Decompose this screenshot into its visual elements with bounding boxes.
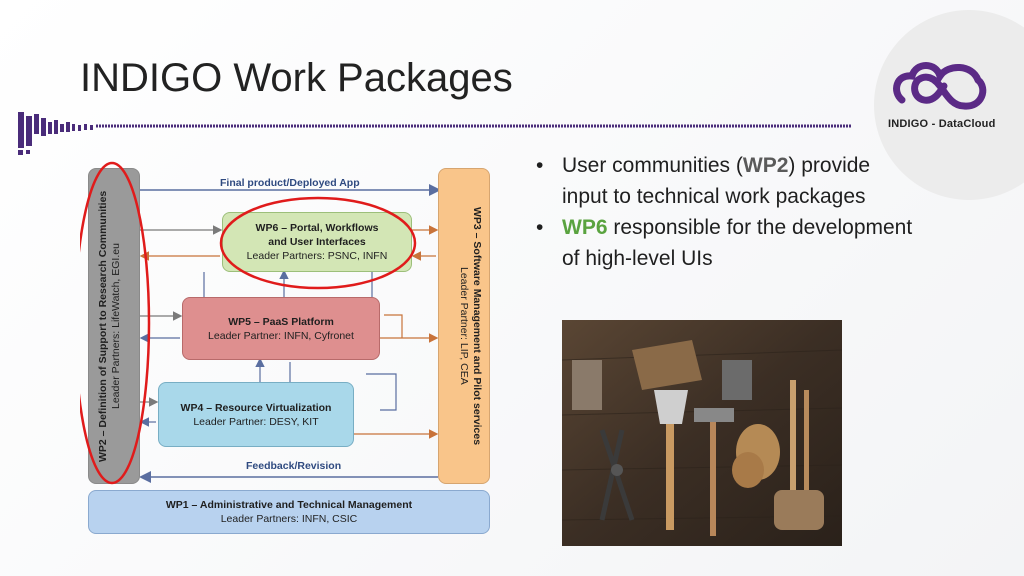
wp1-box: WP1 – Administrative and Technical Manag… xyxy=(88,490,490,534)
bullet-dot: • xyxy=(536,216,544,239)
wp1-partners: Leader Partners: INFN, CSIC xyxy=(220,513,358,525)
work-packages-diagram: WP2 – Definition of Support to Research … xyxy=(80,160,500,545)
wp2-highlight: WP2 xyxy=(742,154,789,177)
wp5-box: WP5 – PaaS Platform Leader Partner: INFN… xyxy=(182,297,380,360)
wp3-title: WP3 – Software Management and Pilot serv… xyxy=(471,206,483,446)
wp6-box: WP6 – Portal, Workflows and User Interfa… xyxy=(222,212,412,272)
wp4-title: WP4 – Resource Virtualization xyxy=(180,401,332,414)
title-text: INDIGO Work Packages xyxy=(80,56,513,100)
wp3-box: WP3 – Software Management and Pilot serv… xyxy=(438,168,490,484)
indigo-logo-icon xyxy=(893,62,987,110)
axe-head xyxy=(654,390,688,424)
top-flow-label: Final product/Deployed App xyxy=(220,177,360,189)
wp2-box: WP2 – Definition of Support to Research … xyxy=(88,168,140,484)
bullet-item: • User communities (WP2) provide input t… xyxy=(536,150,916,212)
tools-photo xyxy=(562,320,842,546)
wp5-title: WP5 – PaaS Platform xyxy=(228,315,334,328)
wp6-highlight: WP6 xyxy=(562,216,608,239)
wp5-partners: Leader Partner: INFN, Cyfronet xyxy=(208,329,354,342)
wp3-partners: Leader Partner: LIP, CEA xyxy=(458,267,470,385)
wp4-partners: Leader Partner: DESY, KIT xyxy=(193,415,319,428)
diagram-arrows xyxy=(139,184,441,483)
axe-handle xyxy=(666,420,674,530)
bullet-list: • User communities (WP2) provide input t… xyxy=(536,150,916,274)
logo-caption: INDIGO - DataCloud xyxy=(888,118,996,130)
bullet-dot: • xyxy=(536,154,544,177)
wp6-partners: Leader Partners: PSNC, INFN xyxy=(246,250,388,262)
wp2-partners: Leader Partners: LifeWatch, EGI.eu xyxy=(110,243,122,409)
logo-background-circle xyxy=(874,10,1024,200)
wp1-title: WP1 – Administrative and Technical Manag… xyxy=(165,499,413,511)
tools-image xyxy=(562,320,842,546)
bullet-item: • WP6 responsible for the development of… xyxy=(536,212,916,274)
wp4-box: WP4 – Resource Virtualization Leader Par… xyxy=(158,382,354,447)
wp6-title: WP6 – Portal, Workflows and User Interfa… xyxy=(255,222,379,248)
bottom-flow-label: Feedback/Revision xyxy=(246,460,342,472)
decorative-pixel-bar xyxy=(18,112,852,155)
wp2-title: WP2 – Definition of Support to Research … xyxy=(97,190,109,462)
